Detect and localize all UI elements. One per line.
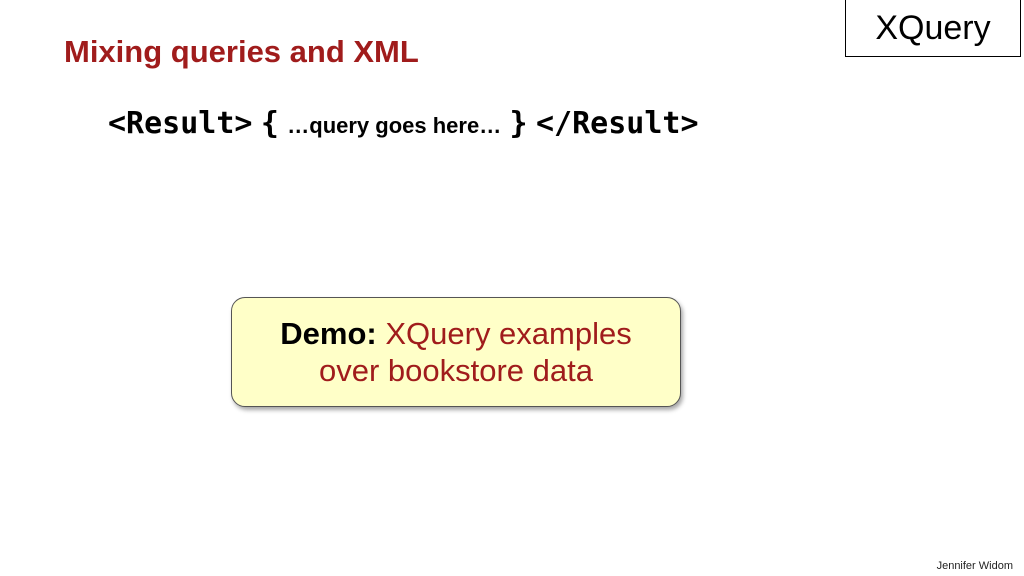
footer-author: Jennifer Widom [936,560,1013,572]
query-placeholder: …query goes here… [287,113,502,138]
result-open-tag: <Result> [108,106,253,141]
slide-title: Mixing queries and XML [64,34,419,69]
close-brace: } [509,106,528,141]
open-brace: { [260,106,279,141]
demo-label: Demo: [280,316,377,351]
code-example: <Result> { …query goes here… } </Result> [108,106,699,141]
topic-label: XQuery [845,0,1021,57]
demo-text-line-1: XQuery examples [385,316,632,351]
demo-text-line-2: over bookstore data [318,353,593,388]
demo-callout: Demo: XQuery examples over bookstore dat… [231,297,681,407]
result-close-tag: </Result> [535,106,699,141]
demo-line-1: Demo: XQuery examples [280,315,631,352]
